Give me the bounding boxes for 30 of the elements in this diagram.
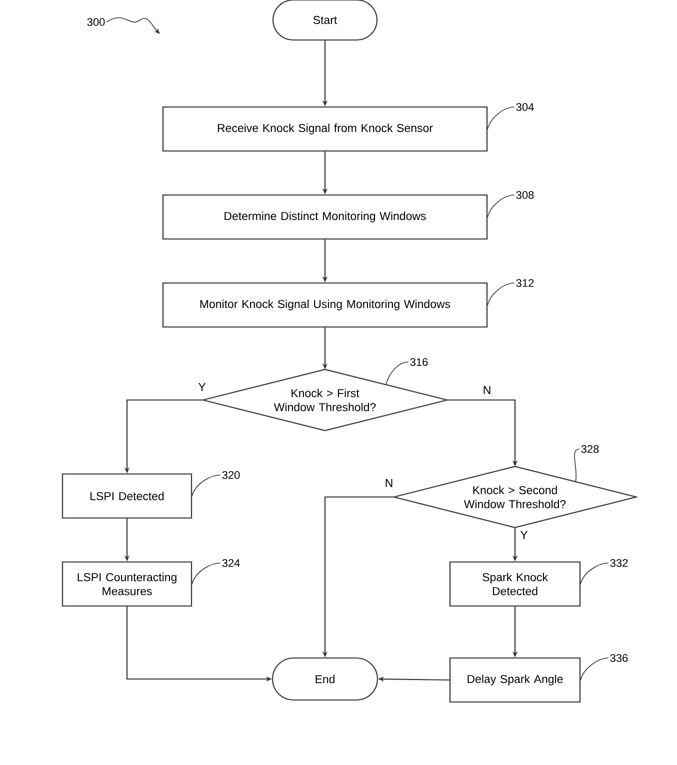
leader-line (487, 106, 515, 130)
process-box: Determine Distinct Monitoring Windows (162, 194, 488, 240)
reference-numeral: 332 (610, 559, 628, 567)
leader-line (192, 474, 221, 496)
reference-numeral: 300 (87, 18, 105, 26)
process-box: Receive Knock Signal from Knock Sensor (162, 106, 488, 152)
reference-numeral: 304 (516, 103, 534, 111)
process-box: Delay Spark Angle (449, 657, 581, 703)
leader-line (580, 562, 609, 584)
leader-line (192, 562, 221, 584)
reference-numeral: 312 (516, 279, 534, 287)
reference-numeral: 320 (222, 471, 240, 479)
reference-numeral: 308 (516, 191, 534, 199)
leader-line (574, 448, 580, 482)
leader-line (580, 658, 609, 680)
edge-label: Y (519, 530, 529, 540)
leader-line (106, 17, 160, 34)
leader-line (487, 194, 515, 218)
reference-numeral: 324 (222, 559, 240, 567)
edge-label: N (482, 385, 492, 395)
leader-line (386, 362, 409, 386)
process-box: Spark Knock Detected (449, 561, 581, 607)
process-box: LSPI Detected (62, 473, 192, 519)
reference-numeral: 328 (581, 445, 599, 453)
process-box: LSPI Counteracting Measures (62, 561, 192, 607)
leader-line (487, 282, 515, 306)
process-box: Monitor Knock Signal Using Monitoring Windows (162, 282, 488, 328)
reference-numeral: 316 (410, 358, 428, 366)
edge-label: N (384, 478, 394, 488)
reference-numeral: 336 (610, 654, 628, 662)
